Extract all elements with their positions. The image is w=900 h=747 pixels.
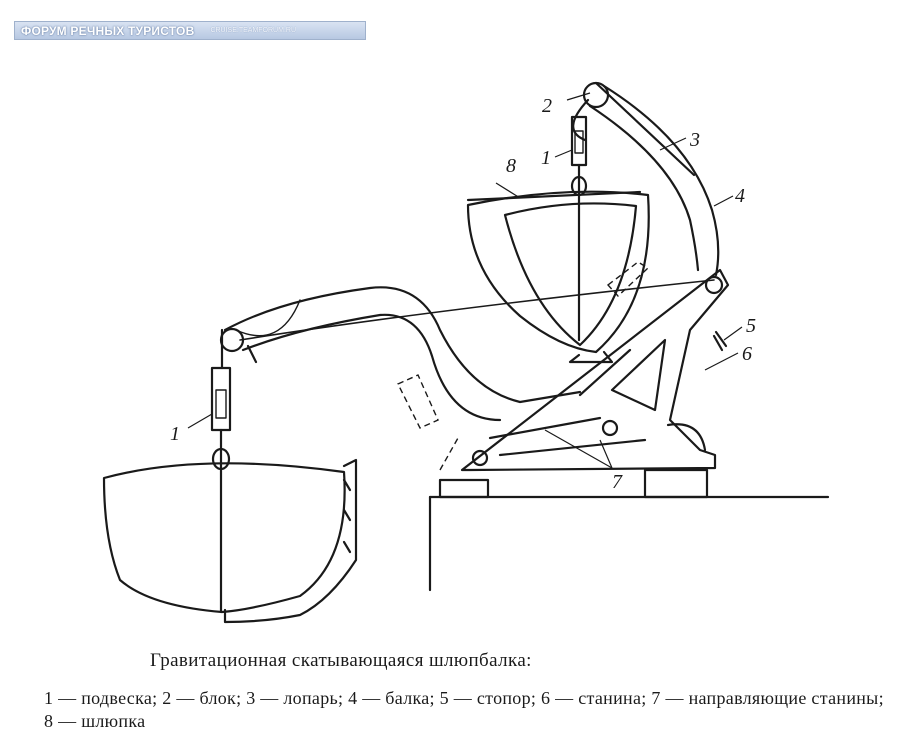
boat-stowed <box>466 115 650 364</box>
callout-1-lower: 1 <box>170 423 180 445</box>
figure-caption-title: Гравитационная скатывающаяся шлюпбалка: <box>150 650 532 671</box>
callout-4: 4 <box>735 185 745 207</box>
forum-watermark: ФОРУМ РЕЧНЫХ ТУРИСТОВ CRUISE.TEAMFORUM.R… <box>14 21 366 40</box>
davit-arm-raised <box>582 81 720 277</box>
stopper <box>712 330 728 352</box>
figure-caption-legend: 1 — подвеска; 2 — блок; 3 — лопарь; 4 — … <box>44 688 884 731</box>
davit-drawing: 1 2 3 4 5 6 7 8 1 <box>102 81 830 624</box>
callout-5: 5 <box>746 315 756 337</box>
watermark-url: CRUISE.TEAMFORUM.RU <box>210 27 296 34</box>
callout-2: 2 <box>542 95 552 117</box>
boat-lowered <box>102 366 358 624</box>
deck-foundation <box>428 468 830 592</box>
callout-3: 3 <box>689 129 700 151</box>
frame <box>460 268 730 472</box>
callout-1-upper: 1 <box>541 147 551 169</box>
davit-arm-lowered <box>219 286 582 422</box>
callout-6: 6 <box>742 343 752 365</box>
leader-lines <box>187 92 743 469</box>
fall-rope <box>235 98 715 341</box>
dashed-guides <box>397 261 650 471</box>
watermark-title: ФОРУМ РЕЧНЫХ ТУРИСТОВ <box>21 23 195 38</box>
callout-7: 7 <box>612 471 623 493</box>
callout-8: 8 <box>506 155 516 177</box>
